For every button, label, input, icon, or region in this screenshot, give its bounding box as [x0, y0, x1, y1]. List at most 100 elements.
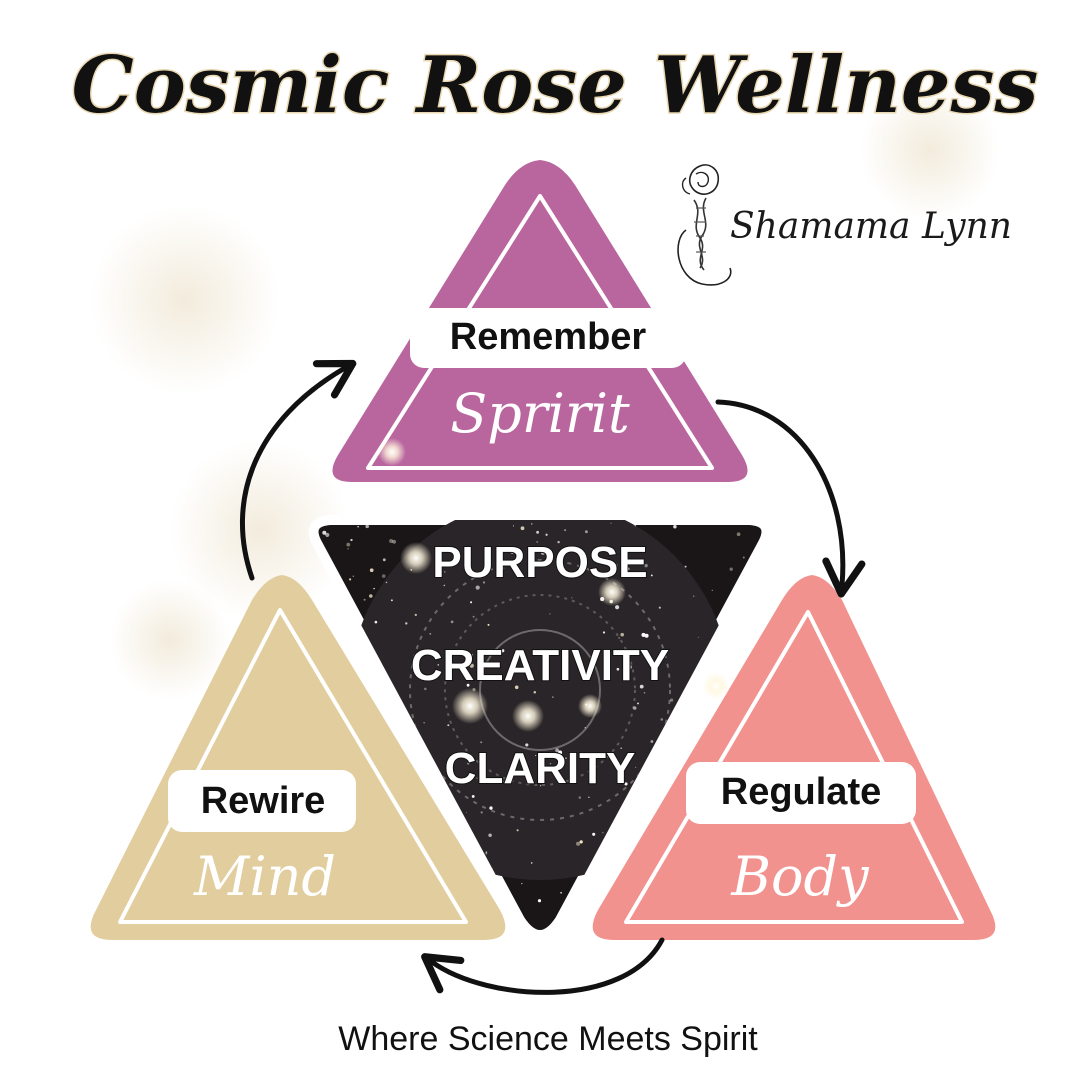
star-dot	[365, 524, 369, 529]
star-dot	[485, 851, 488, 853]
star-dot	[423, 722, 425, 724]
star-dot	[537, 899, 542, 903]
star-dot	[626, 567, 630, 571]
star-dot	[578, 796, 582, 799]
star-dot	[429, 632, 432, 635]
star-dot	[369, 594, 373, 598]
star-dot	[487, 623, 490, 626]
star-dot	[389, 539, 394, 543]
star-dot	[437, 664, 440, 666]
star-dot	[549, 613, 551, 615]
gold-dust-background	[90, 80, 1000, 700]
star-dot	[346, 542, 351, 547]
star-dot	[521, 882, 523, 885]
star-dot	[476, 777, 478, 779]
star-dot	[635, 766, 637, 768]
star-dot	[643, 691, 646, 694]
star-dot	[427, 779, 429, 781]
star-dot	[385, 581, 388, 584]
star-dot	[634, 524, 637, 527]
star-dot	[466, 683, 470, 687]
star-dot	[322, 611, 327, 616]
star-dot	[520, 526, 525, 531]
star-dot	[357, 525, 359, 528]
star-dot	[650, 574, 653, 577]
star-dot	[560, 891, 562, 894]
star-dot	[503, 780, 506, 783]
star-dot	[584, 727, 586, 729]
star-dot	[352, 575, 354, 577]
star-dot	[349, 578, 352, 581]
star-dot	[533, 690, 537, 694]
star-dot	[633, 706, 637, 710]
star-dot	[549, 927, 552, 930]
star-dot	[471, 654, 473, 656]
star-dot	[450, 620, 454, 624]
star-dot	[415, 748, 419, 751]
star-dot	[392, 539, 397, 544]
star-dot	[579, 663, 584, 667]
star-dot	[565, 757, 567, 759]
star-dot	[658, 606, 661, 609]
star-dot	[557, 540, 560, 544]
star-dot	[483, 556, 487, 560]
star-dot	[691, 729, 693, 731]
body-verb: Regulate	[721, 771, 881, 813]
body-verb-badge	[686, 762, 916, 824]
star-dot	[341, 612, 344, 614]
star-dot	[684, 565, 687, 568]
star-dot	[374, 620, 378, 624]
star-dot	[363, 598, 366, 601]
star-dot	[465, 811, 468, 814]
star-dot	[628, 665, 633, 669]
rose-dna-icon	[677, 164, 732, 286]
star-dot	[620, 632, 624, 637]
star-dot	[443, 584, 446, 587]
star-dot	[384, 520, 388, 522]
star-dot	[613, 563, 618, 568]
star-dot	[683, 754, 686, 757]
star-dot	[612, 550, 614, 552]
star-dot	[501, 566, 505, 570]
star-dot	[447, 724, 450, 727]
star-dot	[744, 645, 749, 650]
spirit-verb: Remember	[450, 316, 647, 358]
star-dot	[669, 698, 674, 702]
star-dot	[692, 595, 695, 597]
star-dot	[639, 684, 644, 689]
star-dot	[451, 777, 454, 780]
star-dot	[347, 547, 349, 550]
star-dot	[615, 605, 620, 610]
star-dot	[644, 563, 648, 568]
star-dot	[469, 663, 474, 668]
star-dot	[558, 750, 563, 755]
star-dot	[322, 530, 327, 535]
star-dot	[451, 547, 453, 549]
star-dot	[584, 530, 588, 534]
star-dot	[439, 520, 442, 522]
star-dot	[697, 636, 699, 638]
star-dot	[525, 672, 528, 675]
star-dot	[660, 718, 664, 721]
star-dot	[662, 768, 664, 770]
star-dot	[584, 563, 586, 565]
star-dot	[631, 848, 634, 850]
star-dot	[552, 696, 554, 698]
star-dot	[706, 700, 710, 703]
star-dot	[530, 862, 533, 864]
center-triangle	[308, 515, 772, 940]
star-dot	[470, 601, 473, 604]
star-dot	[694, 708, 697, 711]
star-dot	[658, 793, 660, 795]
star-dot	[576, 841, 581, 846]
star-dot	[618, 637, 620, 639]
mind-verb: Rewire	[201, 780, 326, 822]
star-dot	[350, 538, 353, 542]
star-dot	[705, 718, 710, 723]
page-title: Cosmic Rose Wellness	[72, 40, 1039, 131]
star-dot	[761, 630, 764, 632]
star-dot	[650, 740, 654, 743]
star-dot	[401, 740, 404, 743]
